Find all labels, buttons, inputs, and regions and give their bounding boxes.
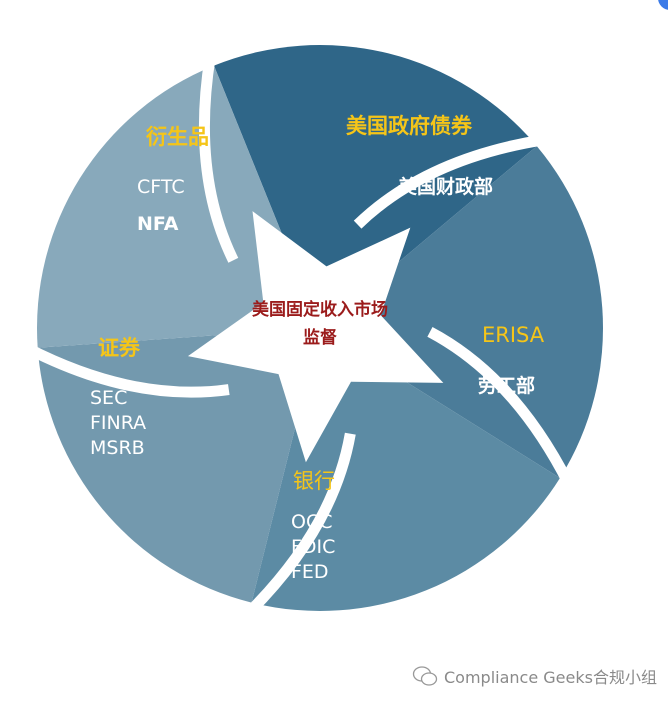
segment-divider [25, 343, 230, 398]
center-title-line: 监督 [303, 328, 337, 348]
segment-title-derivatives: 衍生品 [146, 125, 209, 149]
segment-items-securities: SEC FINRA MSRB [90, 386, 146, 461]
segment-derivatives [37, 65, 320, 348]
segment-divider [198, 55, 239, 263]
corner-badge [658, 0, 668, 10]
segment-item: CFTC [137, 176, 185, 198]
segment-items-derivatives: CFTC NFA [137, 175, 185, 237]
segment-divider [427, 326, 574, 486]
segment-title-treasury: 美国政府债券 [346, 114, 472, 138]
wechat-icon [412, 666, 438, 686]
segment-item: FDIC [291, 536, 336, 558]
segment-divider [245, 432, 356, 617]
center-title: 美国固定收入市场 监督 [210, 296, 430, 352]
segment-title-banking: 银行 [293, 469, 335, 493]
segment-items-banking: OCC FDIC FED [291, 510, 335, 585]
watermark: Compliance Geeks合规小组 [412, 664, 657, 688]
segment-item: MSRB [90, 437, 145, 459]
segment-title-securities: 证券 [98, 336, 140, 360]
segment-item: 美国财政部 [398, 176, 494, 198]
segment-title-erisa: ERISA [482, 323, 545, 347]
segment-securities [37, 328, 321, 603]
segment-item: FED [291, 561, 329, 583]
segment-item: OCC [291, 511, 333, 533]
segment-item: 劳工部 [478, 375, 536, 397]
segment-divider [353, 134, 546, 229]
segment-erisa [320, 146, 603, 478]
center-title-line: 美国固定收入市场 [252, 300, 388, 320]
segment-item: SEC [90, 387, 128, 409]
segment-item: NFA [137, 213, 179, 235]
center-star [187, 211, 444, 463]
segment-item: FINRA [90, 412, 147, 434]
watermark-text: Compliance Geeks合规小组 [444, 668, 657, 687]
